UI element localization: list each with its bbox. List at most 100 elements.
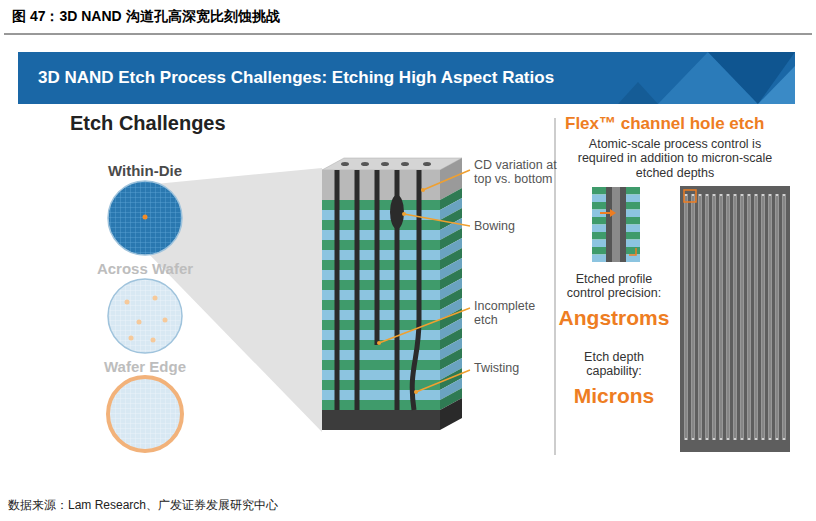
stack-layer [322,370,440,380]
leader-dot [402,212,406,216]
sem-channel-core [756,196,757,438]
figure-title: 图 47：3D NAND 沟道孔高深宽比刻蚀挑战 [12,8,280,24]
stack-layer [322,350,440,360]
section-heading: Etch Challenges [70,112,226,135]
banner-title: 3D NAND Etch Process Challenges: Etching… [18,52,795,104]
stack-layer [322,330,440,340]
sem-channel [720,194,723,440]
sem-channel-core [728,196,729,438]
stack-layer [322,290,440,300]
sem-channel [769,194,772,440]
leader-line [423,170,470,190]
sem-channel-core [763,196,764,438]
wafer-body [108,377,182,451]
die-dot [137,320,142,325]
hole-opening [361,162,369,166]
stack-layer [322,260,440,270]
sem-channel [713,194,716,440]
callout-text: CD variation at top vs. bottom [474,158,558,187]
wafer-label: Within-Die [95,162,195,180]
hole-opening [341,162,349,166]
hole-opening [401,162,409,166]
sem-channel [748,194,751,440]
metric-value: Angstroms [555,306,673,330]
leader-dot [377,341,381,345]
block-base-side [440,398,462,430]
wafer-label: Wafer Edge [95,358,195,376]
stack-layer [322,300,440,310]
sem-channel-core [777,196,778,438]
stack-layer [322,280,440,290]
sem-channel-core [707,196,708,438]
leader-line [379,308,470,343]
banner-fill [18,52,795,104]
sem-channel-core [770,196,771,438]
stack-layer [322,220,440,230]
metric-caption: Etch depth capability: [556,350,672,379]
die-dot [153,296,158,301]
sem-channel-core [693,196,694,438]
stack-layer [322,210,440,220]
sem-channel-core [721,196,722,438]
sem-channel [699,194,702,440]
twisted-hole [412,170,419,410]
die-dot [125,300,130,305]
sem-channel-core [735,196,736,438]
wafer: Across Wafer [95,260,195,355]
inset-channel-core [612,187,620,262]
sem-channel [783,194,786,440]
inset-arrow-head [610,209,616,217]
sem-channel [755,194,758,440]
metric-caption: Etched profile control precision: [556,272,672,301]
die-dot [151,338,156,343]
sem-channel-core [784,196,785,438]
stack-layer [322,240,440,250]
sem-channel-core [742,196,743,438]
sem-channel [685,194,688,440]
sem-channel-core [714,196,715,438]
block-top-layer [322,170,440,200]
title-banner: 3D NAND Etch Process Challenges: Etching… [18,52,795,104]
banner-triangle [618,82,658,104]
sem-channel-core [749,196,750,438]
stack-layer [322,390,440,400]
channel-hole [375,170,380,345]
stack-layer [322,270,440,280]
block-top [322,158,462,170]
inset-channel [606,187,626,262]
inset-corner-mark [629,248,636,255]
stack-layer [322,200,440,210]
stack-layer [322,310,440,320]
sem-channel [692,194,695,440]
stack-layer [322,230,440,240]
wafer-body [108,181,182,255]
sem-channel [741,194,744,440]
title-rule [4,34,812,35]
stack-layer [322,400,440,410]
panel-heading: Flex™ channel hole etch [565,114,764,134]
metric-value: Microns [555,384,673,408]
sem-channel [776,194,779,440]
sem-channel [734,194,737,440]
stack-layer [322,360,440,370]
hole-opening [381,162,389,166]
sem-channel [727,194,730,440]
stack-layer [322,380,440,390]
leader-line [416,370,470,392]
hole-opening [423,162,431,166]
sem-channel-core [686,196,687,438]
bowing-bulge [390,195,404,229]
wafer-label: Across Wafer [95,260,195,278]
wafer: Wafer Edge [95,358,195,453]
die-dot [143,215,148,220]
sem-image [680,186,790,452]
leader-dot [421,188,425,192]
leader-dot [414,390,418,394]
sem-channel [706,194,709,440]
banner-triangle [708,52,795,104]
stack-layer [322,250,440,260]
leader-line [404,214,470,226]
panel-note: Atomic-scale process control is required… [575,137,775,180]
wafer-body [108,279,182,353]
